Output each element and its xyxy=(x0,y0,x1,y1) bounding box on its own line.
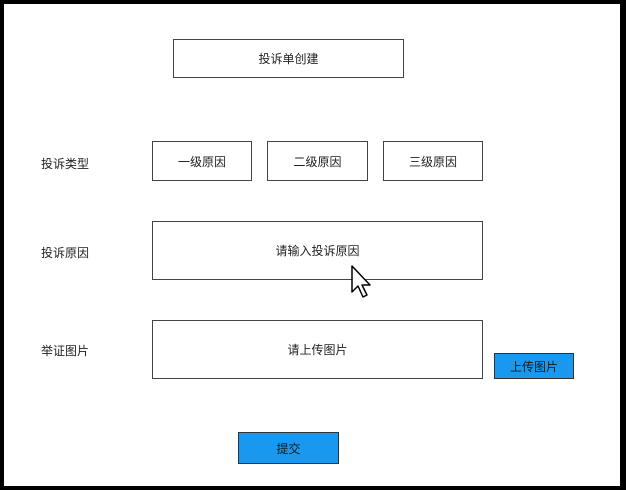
level1-reason-select[interactable]: 一级原因 xyxy=(152,141,252,181)
complaint-reason-label: 投诉原因 xyxy=(41,246,90,260)
submit-button[interactable]: 提交 xyxy=(238,432,339,464)
upload-image-button[interactable]: 上传图片 xyxy=(494,353,574,379)
mouse-pointer-icon xyxy=(351,265,371,298)
level3-reason-select[interactable]: 三级原因 xyxy=(383,141,483,181)
level2-reason-select[interactable]: 二级原因 xyxy=(267,141,368,181)
complaint-type-label: 投诉类型 xyxy=(41,157,90,171)
evidence-image-label: 举证图片 xyxy=(41,344,90,358)
page-title: 投诉单创建 xyxy=(173,39,404,78)
evidence-image-area[interactable]: 请上传图片 xyxy=(152,320,483,379)
complaint-reason-input[interactable]: 请输入投诉原因 xyxy=(152,221,483,280)
